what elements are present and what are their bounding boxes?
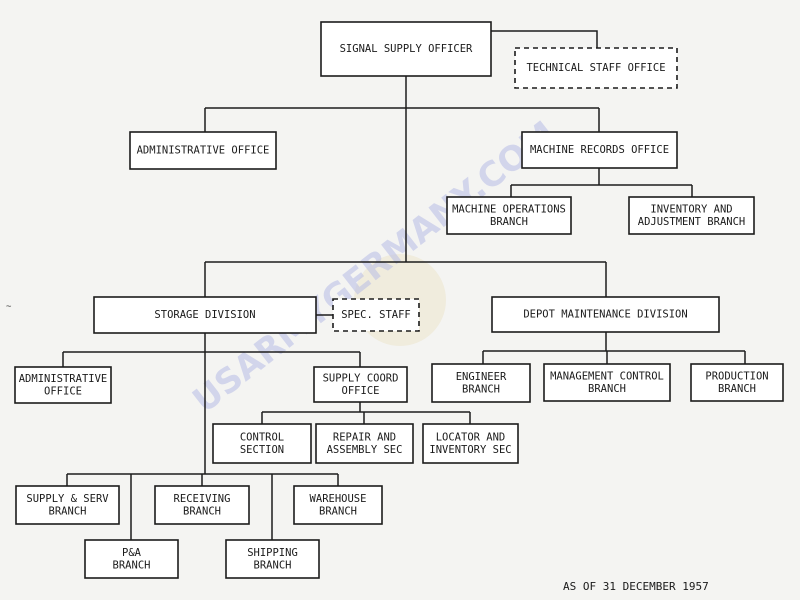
supply-serv-branch-label-1: BRANCH <box>49 505 87 517</box>
repair-assembly-sec-box <box>315 423 414 464</box>
technical-staff-office-node: TECHNICAL STAFF OFFICE <box>514 47 678 89</box>
signal-supply-officer-node: SIGNAL SUPPLY OFFICER <box>320 21 492 77</box>
production-branch-label-1: BRANCH <box>718 383 756 395</box>
engineer-branch-label-0: ENGINEER <box>456 371 507 383</box>
org-boxes: SIGNAL SUPPLY OFFICER TECHNICAL STAFF OFF… <box>14 21 784 579</box>
spec-staff-node: SPEC. STAFF <box>332 298 420 332</box>
administrative-office-storage-label-0: ADMINISTRATIVE <box>19 373 108 385</box>
receiving-branch-label-0: RECEIVING <box>174 493 231 505</box>
machine-operations-branch-box <box>446 196 572 235</box>
shipping-branch-label-0: SHIPPING <box>247 547 298 559</box>
supply-serv-branch-label-0: SUPPLY & SERV <box>26 493 109 505</box>
storage-division-node: STORAGE DIVISION <box>93 296 317 334</box>
signal-supply-officer-box <box>320 21 492 77</box>
administrative-office-top-node: ADMINISTRATIVE OFFICE <box>129 131 277 170</box>
administrative-office-top-label-0: ADMINISTRATIVE OFFICE <box>137 145 270 157</box>
shipping-branch-label-1: BRANCH <box>254 559 292 571</box>
connector-lines <box>62 30 746 540</box>
inventory-adjustment-branch-box <box>628 196 755 235</box>
depot-maintenance-division-node: DEPOT MAINTENANCE DIVISION <box>491 296 720 333</box>
supply-coord-office-label-1: OFFICE <box>342 385 380 397</box>
production-branch-box <box>690 363 784 402</box>
spec-staff-label-0: SPEC. STAFF <box>341 309 411 321</box>
management-control-branch-label-0: MANAGEMENT CONTROL <box>550 370 664 382</box>
inventory-adjustment-branch-label-0: INVENTORY AND <box>650 203 732 215</box>
management-control-branch-label-1: BRANCH <box>588 383 626 395</box>
control-section-box <box>212 423 312 464</box>
supply-coord-office-box <box>313 366 408 403</box>
locator-inventory-sec-label-1: INVENTORY SEC <box>429 444 511 456</box>
warehouse-branch-box <box>293 485 383 525</box>
inventory-adjustment-branch-label-1: ADJUSTMENT BRANCH <box>638 216 745 228</box>
engineer-branch-label-1: BRANCH <box>462 383 500 395</box>
control-section-label-0: CONTROL <box>240 431 284 443</box>
technical-staff-office-label-0: TECHNICAL STAFF OFFICE <box>526 62 665 74</box>
depot-maintenance-division-box <box>491 296 720 333</box>
repair-assembly-sec-label-0: REPAIR AND <box>333 431 396 443</box>
storage-division-box <box>93 296 317 334</box>
control-section-label-1: SECTION <box>240 444 284 456</box>
shipping-branch-box <box>225 539 320 579</box>
machine-records-office-label-0: MACHINE RECORDS OFFICE <box>530 144 669 156</box>
pa-branch-label-1: BRANCH <box>113 559 151 571</box>
pa-branch-box <box>84 539 179 579</box>
supply-coord-office-label-0: SUPPLY COORD <box>323 372 399 384</box>
supply-serv-branch-box <box>15 485 120 525</box>
administrative-office-storage-label-1: OFFICE <box>44 385 82 397</box>
production-branch-label-0: PRODUCTION <box>705 370 768 382</box>
pa-branch-label-0: P&A <box>122 547 142 559</box>
technical-staff-office-box <box>514 47 678 89</box>
spec-staff-box <box>332 298 420 332</box>
machine-records-office-box <box>521 131 678 169</box>
receiving-branch-label-1: BRANCH <box>183 505 221 517</box>
machine-records-office-node: MACHINE RECORDS OFFICE <box>521 131 678 169</box>
administrative-office-top-box <box>129 131 277 170</box>
locator-inventory-sec-box <box>422 423 519 464</box>
stray-mark: ~ <box>6 302 12 312</box>
warehouse-branch-label-0: WAREHOUSE <box>310 493 367 505</box>
depot-maintenance-division-label-0: DEPOT MAINTENANCE DIVISION <box>523 309 687 321</box>
date-note: AS OF 31 DECEMBER 1957 <box>563 580 709 593</box>
machine-operations-branch-label-0: MACHINE OPERATIONS <box>452 203 566 215</box>
repair-assembly-sec-label-1: ASSEMBLY SEC <box>327 444 403 456</box>
receiving-branch-box <box>154 485 250 525</box>
storage-division-label-0: STORAGE DIVISION <box>154 309 255 321</box>
engineer-branch-box <box>431 363 531 403</box>
warehouse-branch-label-1: BRANCH <box>319 505 357 517</box>
administrative-office-storage-box <box>14 366 112 404</box>
signal-supply-officer-label-0: SIGNAL SUPPLY OFFICER <box>340 43 473 55</box>
machine-operations-branch-label-1: BRANCH <box>490 216 528 228</box>
locator-inventory-sec-label-0: LOCATOR AND <box>436 431 506 443</box>
management-control-branch-box <box>543 363 671 402</box>
